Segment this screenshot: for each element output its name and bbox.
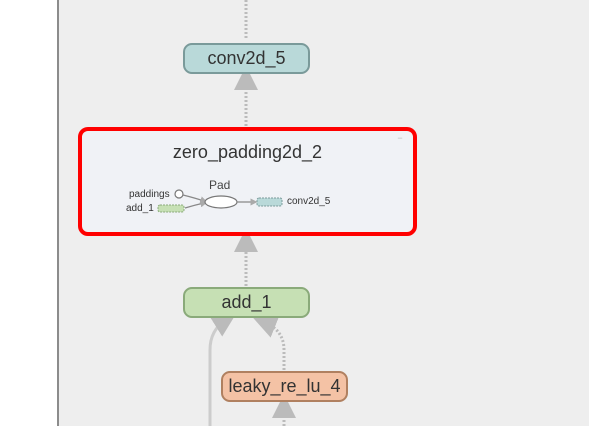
input-add1-label: add_1 (126, 203, 154, 214)
edge-paddings-to-pad (182, 194, 208, 204)
node-zero-padding-expanded[interactable]: zero_padding2d_2 − (78, 127, 417, 236)
input-paddings-label: paddings (129, 189, 170, 200)
node-add-1-label: add_1 (221, 292, 272, 312)
node-add-1[interactable]: add_1 (183, 287, 310, 318)
edge-leaky-to-add (252, 315, 286, 370)
paddings-const-icon[interactable] (174, 189, 184, 199)
collapse-icon[interactable]: − (397, 133, 403, 143)
output-conv2d-label: conv2d_5 (287, 196, 331, 207)
node-zero-padding-title: zero_padding2d_2 (172, 142, 323, 162)
op-pad-label: Pad (209, 178, 231, 192)
edge-bottom-to-add (208, 313, 237, 426)
panel-border (57, 0, 59, 426)
edge-add1-to-pad (184, 200, 208, 209)
node-leaky-re-lu-4-label: leaky_re_lu_4 (228, 376, 341, 396)
pad-op-node[interactable] (204, 195, 238, 209)
node-conv2d-5[interactable]: conv2d_5 (183, 43, 310, 74)
node-conv2d-5-label: conv2d_5 (207, 48, 286, 68)
add1-input-icon[interactable] (157, 204, 185, 213)
conv2d-output-icon[interactable] (256, 197, 283, 207)
node-leaky-re-lu-4[interactable]: leaky_re_lu_4 (221, 371, 348, 402)
